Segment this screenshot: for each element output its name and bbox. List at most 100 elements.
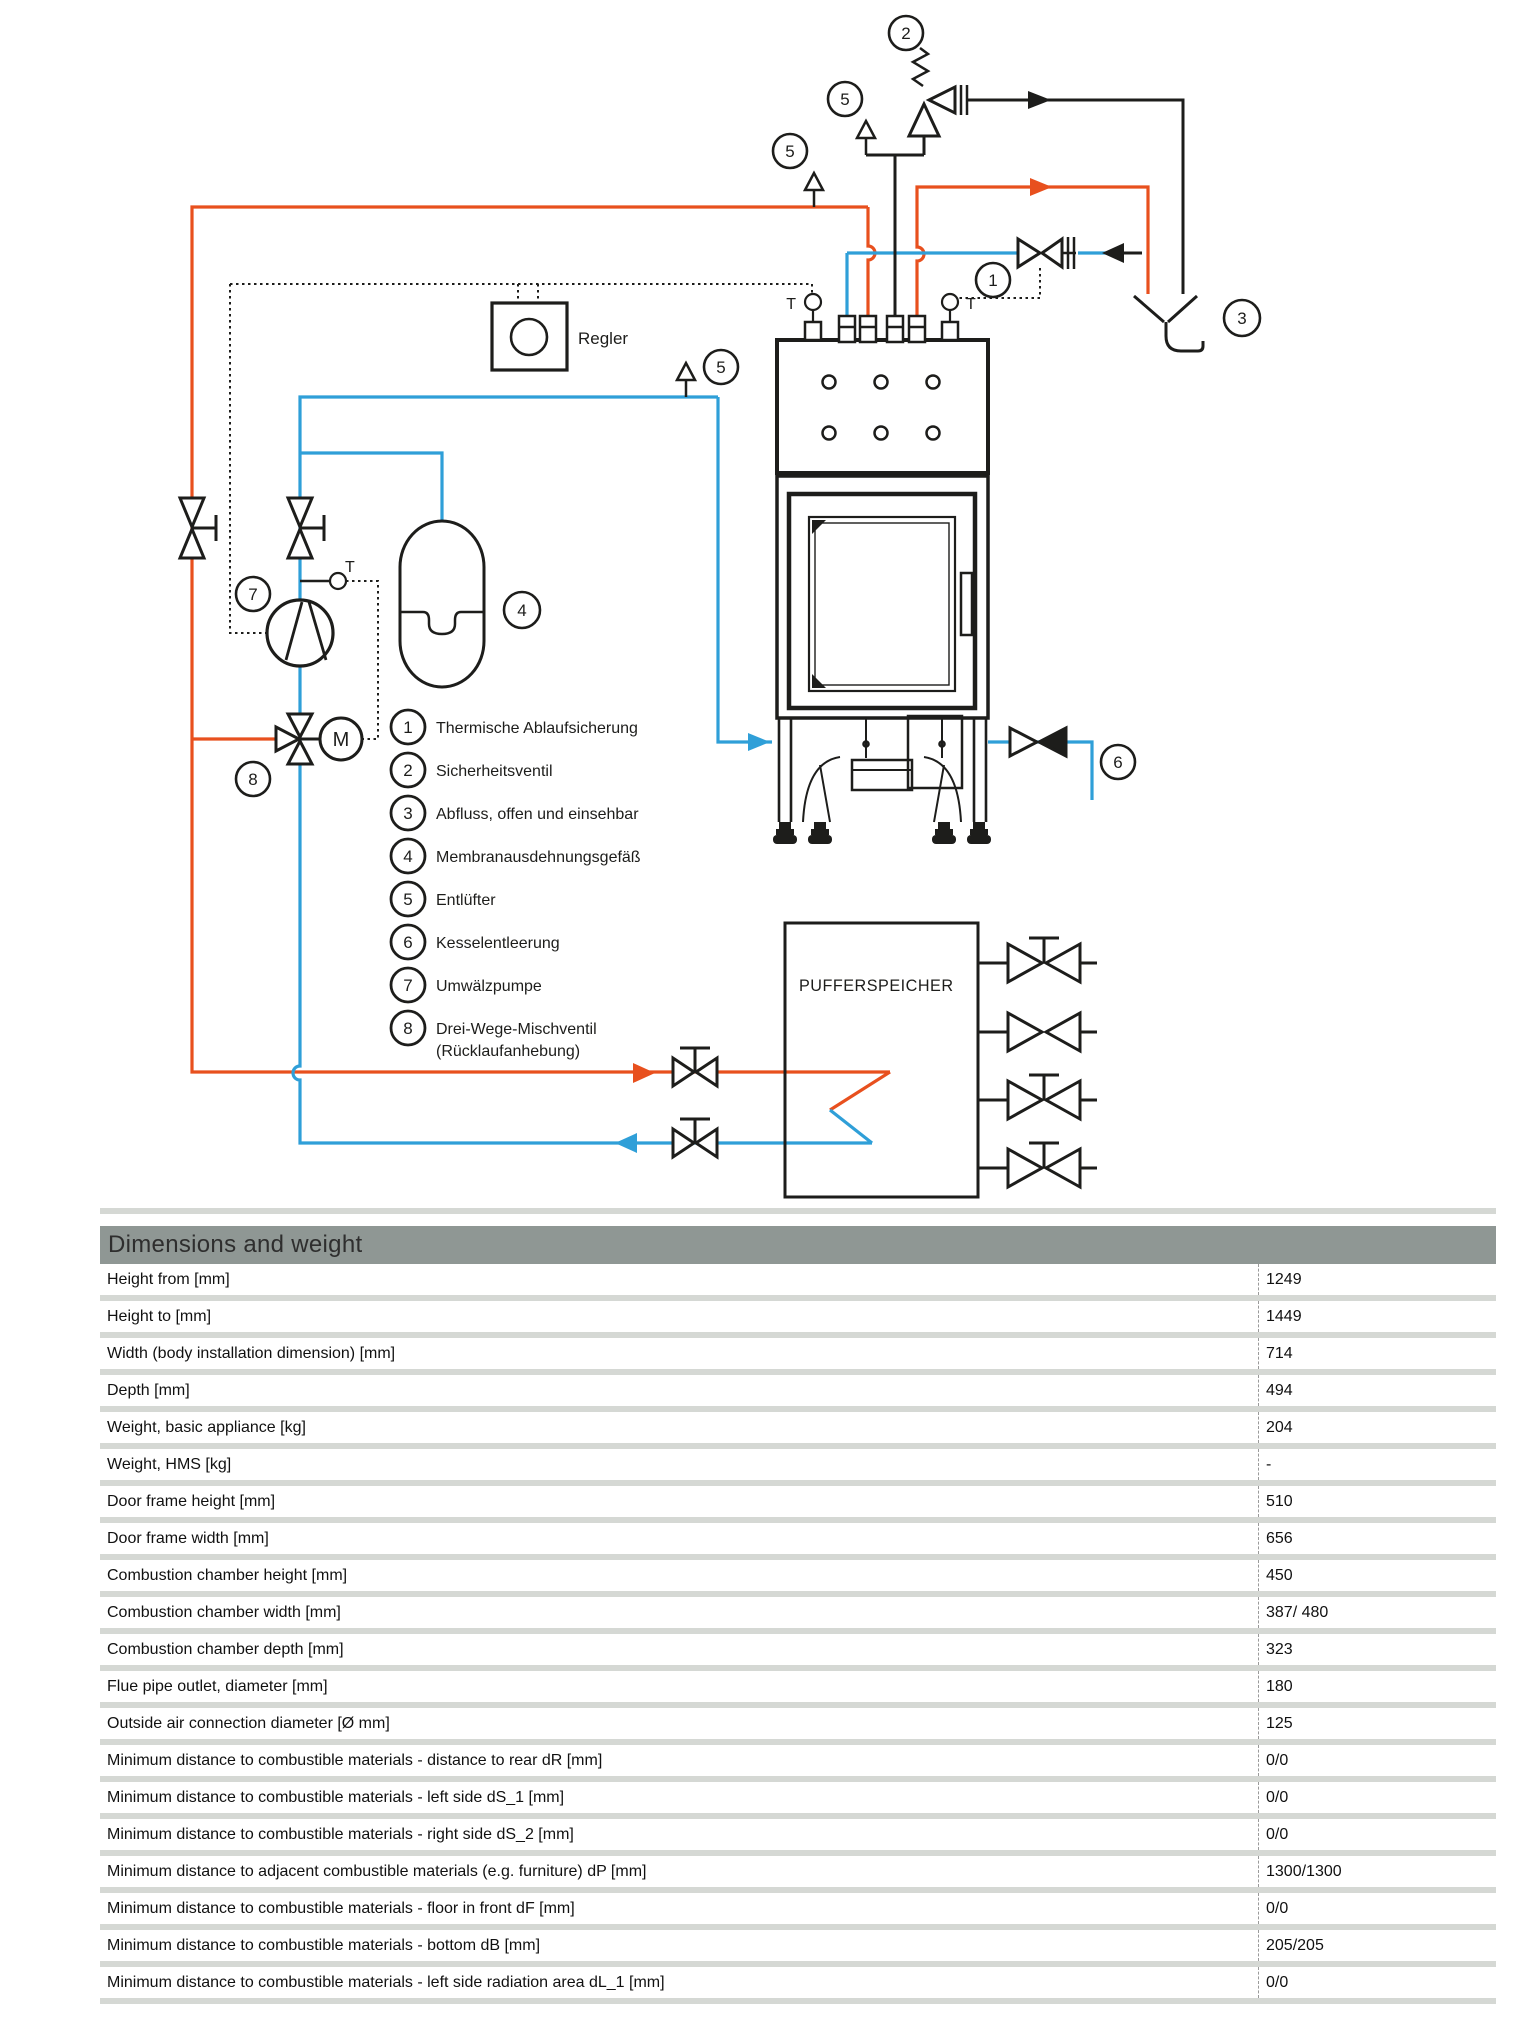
controller-dial-icon [509, 317, 549, 357]
funnel-left [1133, 294, 1165, 324]
row-label: Weight, basic appliance [kg] [107, 1418, 306, 1436]
valve-motor [318, 716, 364, 762]
stove-legs [777, 718, 988, 823]
row-label: Outside air connection diameter [Ø mm] [107, 1714, 390, 1732]
row-label: Door frame height [mm] [107, 1492, 276, 1510]
table-row: Outside air connection diameter [Ø mm] 12… [100, 1708, 1496, 1745]
callout-7: 7 [248, 585, 257, 604]
funnel-right [1166, 294, 1199, 324]
row-value: - [1258, 1449, 1496, 1480]
row-value: 180 [1258, 1671, 1496, 1702]
table-row: Door frame height [mm] 510 [100, 1486, 1496, 1523]
return-into-stove [716, 397, 772, 744]
legend-num: 3 [403, 804, 412, 823]
table-row: Weight, basic appliance [kg] 204 [100, 1412, 1496, 1449]
row-label: Minimum distance to combustible material… [107, 1973, 665, 1991]
row-label: Weight, HMS [kg] [107, 1455, 232, 1473]
callout-8: 8 [248, 770, 257, 789]
row-label: Width (body installation dimension) [mm] [107, 1344, 396, 1362]
ash-tray [850, 758, 914, 792]
row-label: Height from [mm] [107, 1270, 230, 1288]
row-value: 510 [1258, 1486, 1496, 1517]
table-row: Combustion chamber width [mm]387/ 480 [100, 1597, 1496, 1634]
hot-coil-in-buffer [829, 1070, 891, 1112]
flow-arrow-discharge-right [1030, 178, 1052, 196]
flow-arrow-return-left [615, 1133, 637, 1153]
table-row: Height from [mm]1249 [100, 1264, 1496, 1301]
dimensions-table: Dimensions and weight Height from [mm]12… [100, 1208, 1496, 2004]
row-label: Minimum distance to combustible material… [107, 1936, 541, 1954]
pump-impeller-icon [284, 601, 328, 661]
vent-arrows [674, 118, 878, 397]
port-valve-with-handle [978, 1073, 1097, 1122]
safety-valve [906, 47, 969, 138]
legend-label: Kesselentleerung [436, 935, 560, 952]
table-row: Minimum distance to combustible material… [100, 1819, 1496, 1856]
water-jacket [775, 338, 990, 475]
row-value: 205/205 [1258, 1930, 1496, 1961]
table-row: Minimum distance to combustible material… [100, 1967, 1496, 2004]
temp-sensor-icon [940, 292, 960, 312]
control-lines-dotted [229, 268, 1041, 740]
buffer-storage-tank [783, 921, 980, 1199]
hot-to-boiler-port [866, 207, 877, 322]
drain-valve [1008, 725, 1068, 759]
t-label: T [345, 559, 355, 576]
cold-coil-in-buffer [829, 1108, 873, 1145]
arrow-discharge-black [1028, 91, 1051, 109]
table-top-separator [100, 1208, 1496, 1214]
table-row: Minimum distance to combustible material… [100, 1745, 1496, 1782]
legend-num: 2 [403, 761, 412, 780]
row-label: Minimum distance to combustible material… [107, 1825, 574, 1843]
row-value: 0/0 [1258, 1745, 1496, 1776]
table-row: Height to [mm]1449 [100, 1301, 1496, 1338]
shutoff-valve-hot [177, 496, 218, 560]
funnel-siphon [1164, 322, 1205, 353]
legend-label-line2: (Rücklaufanhebung) [436, 1043, 580, 1060]
legend-num: 1 [403, 718, 412, 737]
callout-5: 5 [716, 358, 725, 377]
legend-num: 6 [403, 933, 412, 952]
row-value: 125 [1258, 1708, 1496, 1739]
row-label: Combustion chamber width [mm] [107, 1603, 341, 1621]
port-valve [978, 1010, 1097, 1054]
hinge-mark [812, 674, 826, 688]
table-row: Combustion chamber depth [mm]323 [100, 1634, 1496, 1671]
table-title: Dimensions and weight [100, 1226, 1496, 1264]
callout-5: 5 [840, 90, 849, 109]
expansion-branch [300, 451, 444, 521]
buffer-line-valve-hot [671, 1046, 719, 1089]
row-label: Flue pipe outlet, diameter [mm] [107, 1677, 328, 1695]
legend-item: 6 Kesselentleerung [389, 923, 560, 961]
t-label: T [966, 296, 976, 313]
schematic-svg: T T T Regler [177, 14, 1262, 1199]
legend-num: 8 [403, 1019, 412, 1038]
legend-num: 4 [403, 847, 412, 866]
callout-circles: 2 5 5 5 1 3 7 4 8 6 [234, 14, 1262, 798]
callout-4: 4 [517, 601, 526, 620]
shutoff-valve-cold [285, 496, 326, 560]
row-label: Combustion chamber depth [mm] [107, 1640, 344, 1658]
row-label: Combustion chamber height [mm] [107, 1566, 348, 1584]
table-row: Door frame width [mm]656 [100, 1523, 1496, 1560]
row-value: 204 [1258, 1412, 1496, 1443]
table-row: Depth [mm]494 [100, 1375, 1496, 1412]
flow-arrow-into-stove [748, 733, 770, 751]
door-glass [807, 515, 957, 693]
thermal-discharge-valve [1016, 236, 1076, 270]
hot-supply-main [190, 205, 890, 1074]
row-label: Minimum distance to combustible material… [107, 1788, 565, 1806]
row-label: Minimum distance to combustible material… [107, 1899, 575, 1917]
hot-water-pipes [190, 185, 1150, 1112]
callout-5: 5 [785, 142, 794, 161]
spring-icon [910, 47, 931, 88]
legend-label: Thermische Ablaufsicherung [436, 720, 638, 737]
controller-box [490, 301, 569, 372]
membrane-icon [400, 610, 484, 636]
legend-item: 1 Thermische Ablaufsicherung [389, 708, 638, 746]
row-value: 450 [1258, 1560, 1496, 1591]
